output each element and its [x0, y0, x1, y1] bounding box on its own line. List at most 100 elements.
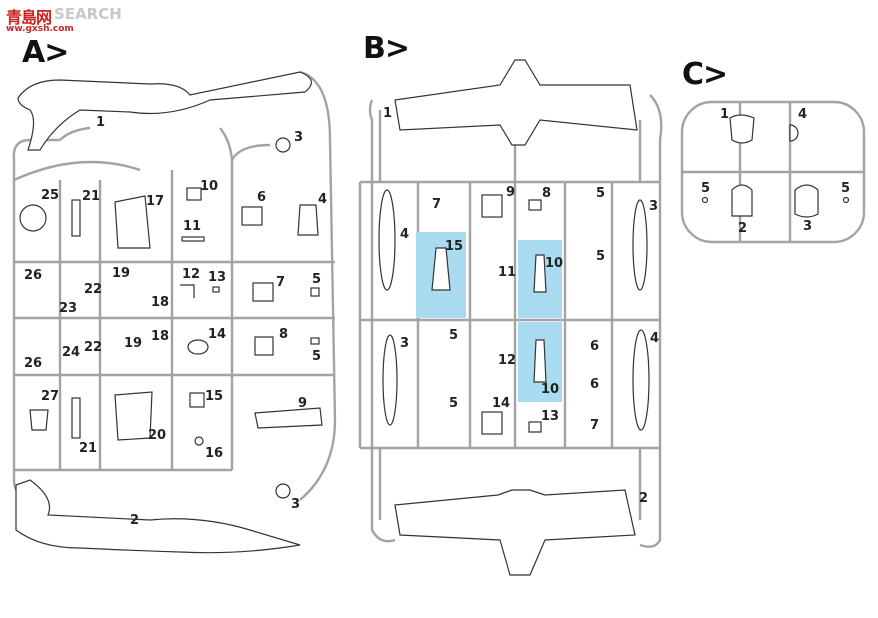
label-a-6: 6 — [257, 190, 267, 205]
label-b-3-right: 3 — [649, 199, 659, 214]
part-a25 — [19, 204, 47, 232]
label-a-18-bottom: 18 — [151, 329, 170, 344]
part-c5-left — [701, 196, 709, 204]
label-c-5-left: 5 — [701, 181, 711, 196]
label-a-19-bottom: 19 — [124, 336, 143, 351]
label-b-6-a: 6 — [590, 339, 600, 354]
part-c2 — [731, 184, 753, 217]
label-a-20: 20 — [148, 428, 167, 443]
part-a4 — [297, 204, 319, 236]
label-a-23: 23 — [59, 301, 78, 316]
label-a-15: 15 — [205, 389, 224, 404]
label-b-5-d: 5 — [449, 396, 459, 411]
label-a-3-bottom: 3 — [291, 497, 301, 512]
fuselage-half-a2 — [15, 479, 301, 554]
part-a3-bottom — [275, 483, 291, 499]
label-a-26-bottom: 26 — [24, 356, 43, 371]
sprue-c-frame — [680, 100, 866, 244]
label-b-5-a: 5 — [596, 186, 606, 201]
label-b-14: 14 — [492, 396, 511, 411]
sprue-b-frame — [358, 94, 663, 548]
label-c-1: 1 — [720, 107, 730, 122]
wing-upper-b1 — [394, 59, 638, 146]
label-a-24: 24 — [62, 345, 81, 360]
part-a3-top — [275, 137, 291, 153]
part-c1 — [729, 114, 755, 144]
label-a-16: 16 — [205, 446, 224, 461]
tank-b3-right — [632, 199, 648, 291]
tank-b3-left — [382, 334, 398, 426]
label-c-5-right: 5 — [841, 181, 851, 196]
label-a-14: 14 — [208, 327, 227, 342]
label-b-6-b: 6 — [590, 377, 600, 392]
fuselage-half-a1 — [17, 71, 312, 151]
label-a-11: 11 — [183, 219, 202, 234]
part-c5-right — [842, 196, 850, 204]
label-a-21-bottom: 21 — [79, 441, 98, 456]
part-b8 — [528, 199, 542, 211]
part-b13 — [528, 421, 542, 433]
part-a5-bottom — [310, 337, 320, 345]
part-a5-top — [310, 287, 320, 297]
part-a14 — [187, 339, 209, 355]
label-a-22-bottom: 22 — [84, 340, 103, 355]
label-a-4: 4 — [318, 192, 328, 207]
label-a-2: 2 — [130, 513, 140, 528]
part-c3 — [794, 184, 819, 218]
label-b-7-a: 7 — [432, 197, 442, 212]
label-a-1: 1 — [96, 115, 106, 130]
label-a-5-bottom: 5 — [312, 349, 322, 364]
label-a-22-top: 22 — [84, 282, 103, 297]
label-a-19-top: 19 — [112, 266, 131, 281]
part-b14 — [481, 411, 503, 435]
watermark-logo: 青島网 — [6, 8, 52, 27]
label-a-3-top: 3 — [294, 130, 304, 145]
label-b-13: 13 — [541, 409, 560, 424]
label-a-8: 8 — [279, 327, 289, 342]
label-c-3: 3 — [803, 219, 813, 234]
label-a-25: 25 — [41, 188, 60, 203]
part-c4 — [789, 124, 799, 142]
label-c-4: 4 — [798, 107, 808, 122]
part-b15 — [431, 247, 451, 291]
watermark-site: ww.gxsh.com — [6, 24, 74, 34]
sprue-b-title: B> — [363, 31, 410, 66]
part-a21-top — [71, 199, 81, 237]
part-a21-bottom — [71, 397, 81, 439]
label-a-17: 17 — [146, 194, 165, 209]
part-a8 — [254, 336, 274, 356]
sprue-a-title: A> — [22, 35, 69, 70]
label-b-8: 8 — [542, 186, 552, 201]
label-a-27: 27 — [41, 389, 60, 404]
label-c-2: 2 — [738, 221, 748, 236]
label-b-9: 9 — [506, 185, 516, 200]
wing-lower-b2 — [394, 489, 636, 576]
part-b10-top — [533, 254, 547, 293]
label-a-7: 7 — [276, 275, 286, 290]
part-a27 — [29, 409, 49, 431]
label-b-1: 1 — [383, 106, 393, 121]
label-b-5-b: 5 — [596, 249, 606, 264]
tank-b4-left — [378, 189, 396, 291]
part-a6 — [241, 206, 263, 226]
part-a15 — [189, 392, 205, 408]
part-a12 — [180, 284, 195, 298]
label-a-12: 12 — [182, 267, 201, 282]
label-b-3-left: 3 — [400, 336, 410, 351]
part-a7 — [252, 282, 274, 302]
label-b-7-b: 7 — [590, 418, 600, 433]
part-b9 — [481, 194, 503, 218]
label-b-10-top: 10 — [545, 256, 564, 271]
part-a10 — [186, 187, 202, 201]
part-a20 — [114, 391, 153, 441]
sprue-a-frame — [12, 70, 337, 502]
label-a-26-top: 26 — [24, 268, 43, 283]
part-a17 — [114, 195, 151, 249]
label-a-10: 10 — [200, 179, 219, 194]
part-a16 — [194, 436, 204, 446]
label-a-18-top: 18 — [151, 295, 170, 310]
label-a-9: 9 — [298, 396, 308, 411]
label-a-21-top: 21 — [82, 189, 101, 204]
